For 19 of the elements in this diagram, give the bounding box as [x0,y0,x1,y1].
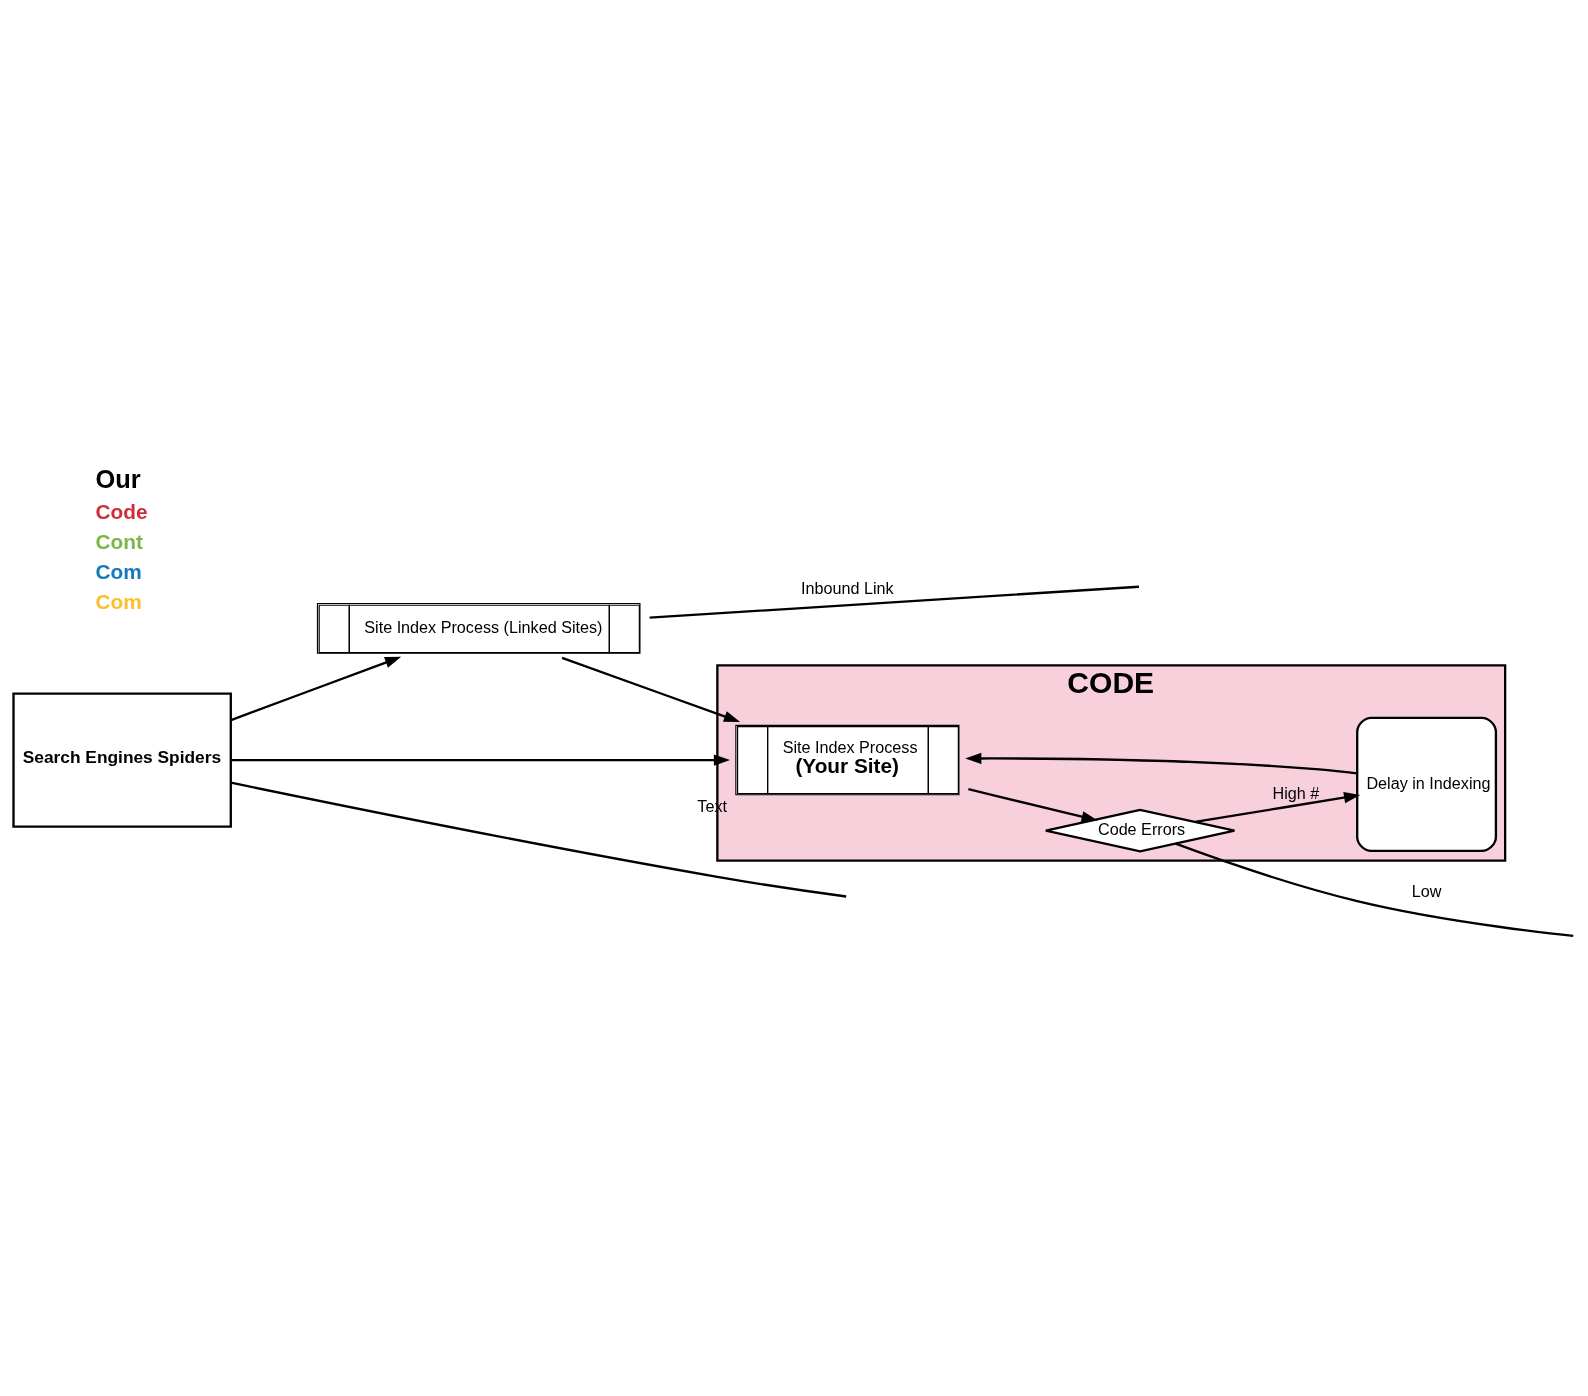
arrow [965,752,1358,775]
connector [1175,842,1574,937]
node-box: Delay in Indexing [1356,716,1498,852]
arrow [1194,792,1361,823]
edge-label: High # [1272,783,1320,802]
node-box: Search Engines Spiders [12,692,232,828]
edge-label: Low [1411,881,1442,900]
connector [230,781,847,898]
edge-label: Inbound Link [801,578,894,597]
arrow [231,754,731,766]
arrow [561,656,741,722]
legend-label: Cont [95,530,143,554]
legend-label: Com [95,560,142,584]
connector [649,585,1139,619]
label: Our [95,465,141,494]
legend-label: Com [95,590,142,614]
legend-label: Code [95,500,148,524]
arrow [968,788,1098,823]
arrow [230,656,402,722]
